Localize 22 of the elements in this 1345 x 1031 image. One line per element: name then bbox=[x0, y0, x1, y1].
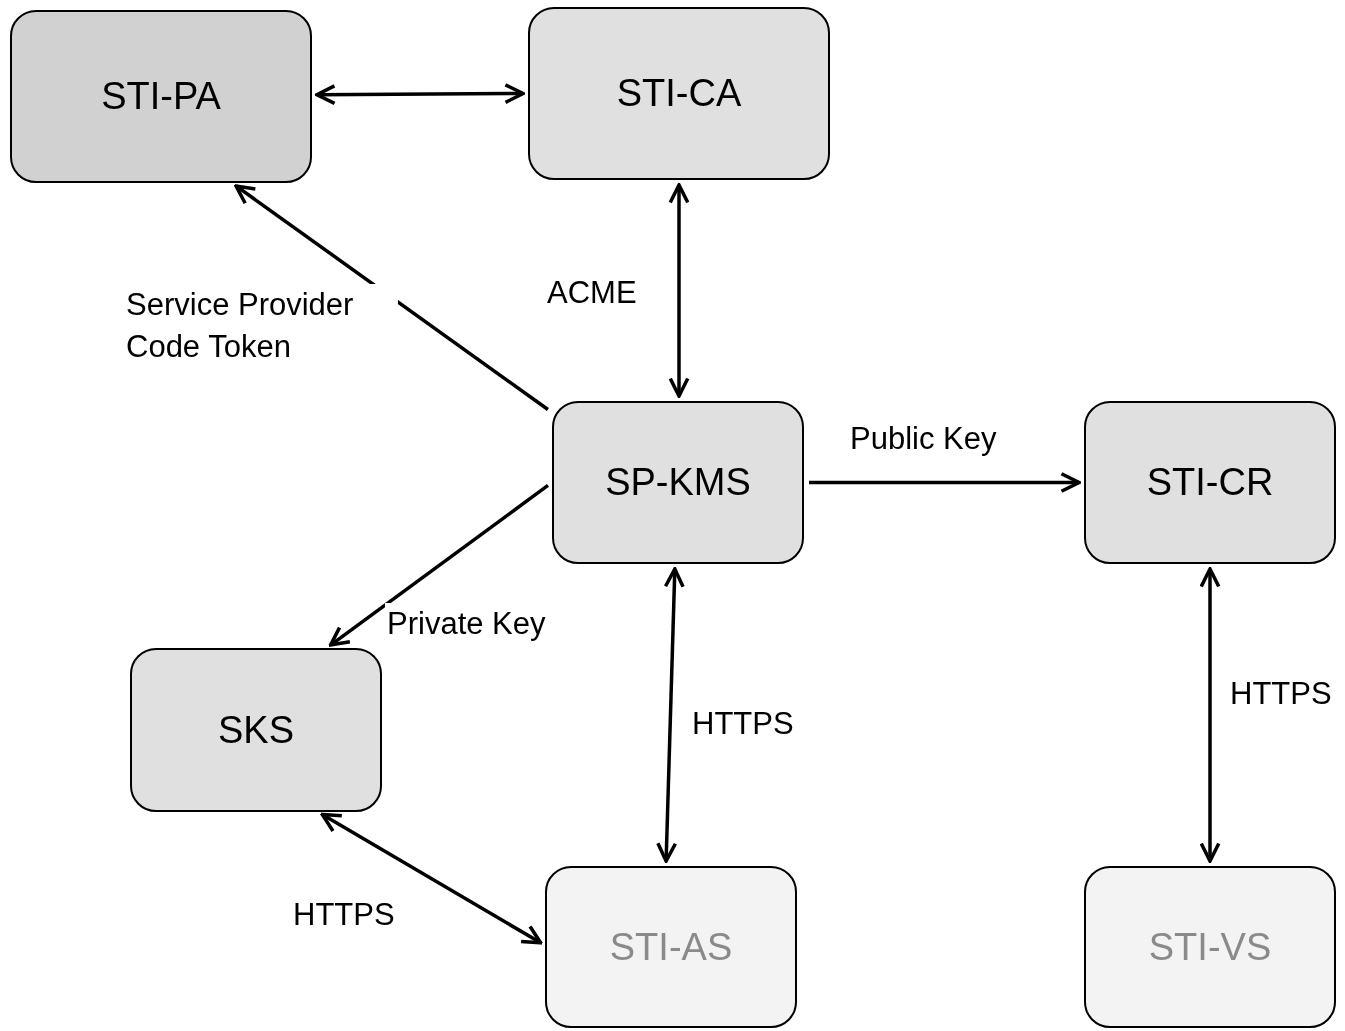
process-box bbox=[130, 648, 382, 812]
arrow bbox=[668, 183, 690, 398]
process-box bbox=[1084, 866, 1336, 1028]
arrow bbox=[315, 83, 525, 106]
node-label: STI-CR bbox=[1146, 461, 1274, 504]
process-box bbox=[528, 7, 830, 180]
arrow bbox=[656, 567, 685, 863]
process-box bbox=[545, 866, 797, 1028]
arrow bbox=[320, 812, 543, 945]
arrow bbox=[234, 184, 549, 411]
node-label: SP-KMS bbox=[605, 461, 751, 504]
node-label: STI-AS bbox=[609, 925, 733, 969]
process-box bbox=[552, 401, 804, 564]
node-label: STI-PA bbox=[101, 75, 221, 118]
node-label: SKS bbox=[217, 708, 294, 752]
node-label: STI-CA bbox=[616, 72, 742, 115]
process-box bbox=[1084, 401, 1336, 564]
process-box bbox=[10, 10, 312, 183]
arrow bbox=[328, 484, 549, 647]
arrow bbox=[1199, 567, 1221, 863]
node-label: STI-VS bbox=[1148, 925, 1272, 969]
arrow bbox=[809, 472, 1081, 493]
